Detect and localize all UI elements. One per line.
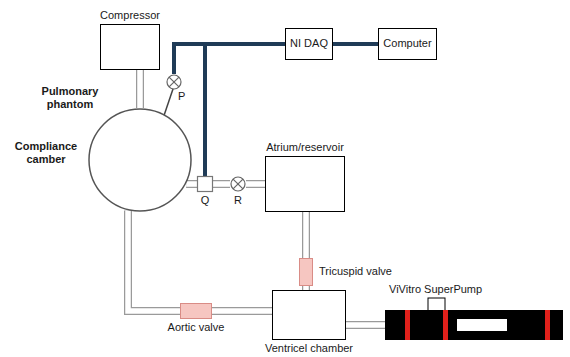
tube-wall: [302, 286, 310, 290]
aortic-valve-outline: [180, 303, 212, 319]
tube-wall: [136, 70, 144, 108]
ventricle-box-outline: [272, 290, 346, 340]
ventricle-box: Ventricel chamber: [272, 290, 346, 340]
tube-wall: [212, 307, 272, 315]
tube-connection: [346, 325, 385, 326]
node-label: Compressor: [100, 9, 160, 22]
node-label: NI DAQ: [290, 37, 328, 50]
node-label: Pulmonary phantom: [38, 85, 102, 111]
compliance-chamber: Pulmonary phantomCompliance camber: [88, 108, 192, 212]
flow-sensor-outline: [197, 176, 213, 192]
tricuspid-valve: Tricuspid valve: [299, 258, 313, 286]
tube-connection: [246, 184, 265, 185]
node-label: Q: [201, 194, 210, 207]
daq-box: NI DAQ: [285, 28, 333, 60]
wire-path: [333, 42, 378, 46]
node-label: ViVitro SuperPump: [389, 283, 482, 296]
compressor-box: Compressor: [100, 24, 160, 70]
tube-bore: [137, 70, 143, 108]
resistance-valve-outline: [230, 176, 246, 192]
tube-wall: [302, 212, 310, 258]
tube-bore: [128, 211, 180, 311]
node-label: Atrium/reservoir: [266, 141, 344, 154]
tube-wall: [246, 180, 265, 188]
tube-bore: [186, 181, 197, 187]
pressure-sensor: P: [166, 74, 182, 90]
tube-bore: [303, 286, 309, 290]
wire-path: [174, 44, 285, 74]
tube-bore: [246, 181, 265, 187]
tube-wall: [213, 180, 230, 188]
tube-connection: [186, 184, 197, 185]
tube-bore: [212, 308, 272, 314]
signal-wire: [333, 44, 378, 45]
node-label: Ventricel chamber: [265, 342, 353, 355]
node-label: P: [178, 90, 185, 103]
pump-device-outline: [385, 310, 563, 340]
node-label: R: [234, 194, 242, 207]
tube-wall: [186, 180, 197, 188]
node-label: Compliance camber: [12, 140, 80, 166]
tube-connection: [140, 70, 141, 108]
tube-connection: [213, 184, 230, 185]
flow-sensor: Q: [197, 176, 213, 192]
tube-connection: [212, 311, 272, 312]
tube-connection: [128, 211, 180, 311]
tricuspid-valve-outline: [299, 258, 313, 286]
compressor-box-outline: [100, 24, 160, 70]
compliance-chamber-outline: [88, 108, 192, 212]
tube-bore: [213, 181, 230, 187]
signal-wire: [174, 44, 285, 74]
tube-wall: [346, 321, 385, 329]
pump-device: ViVitro SuperPump: [385, 310, 563, 340]
tube-bore: [346, 322, 385, 328]
resistance-valve: R: [230, 176, 246, 192]
tube-connection: [306, 286, 307, 290]
node-label: Computer: [383, 37, 431, 50]
atrium-box: Atrium/reservoir: [265, 156, 345, 212]
aortic-valve: Aortic valve: [180, 303, 212, 319]
node-label: Aortic valve: [168, 321, 225, 334]
pressure-sensor-outline: [166, 74, 182, 90]
tube-wall: [128, 211, 180, 311]
atrium-box-outline: [265, 156, 345, 212]
tube-connection: [306, 212, 307, 258]
node-label: Tricuspid valve: [319, 265, 392, 278]
tube-bore: [303, 212, 309, 258]
computer-box: Computer: [378, 28, 437, 60]
